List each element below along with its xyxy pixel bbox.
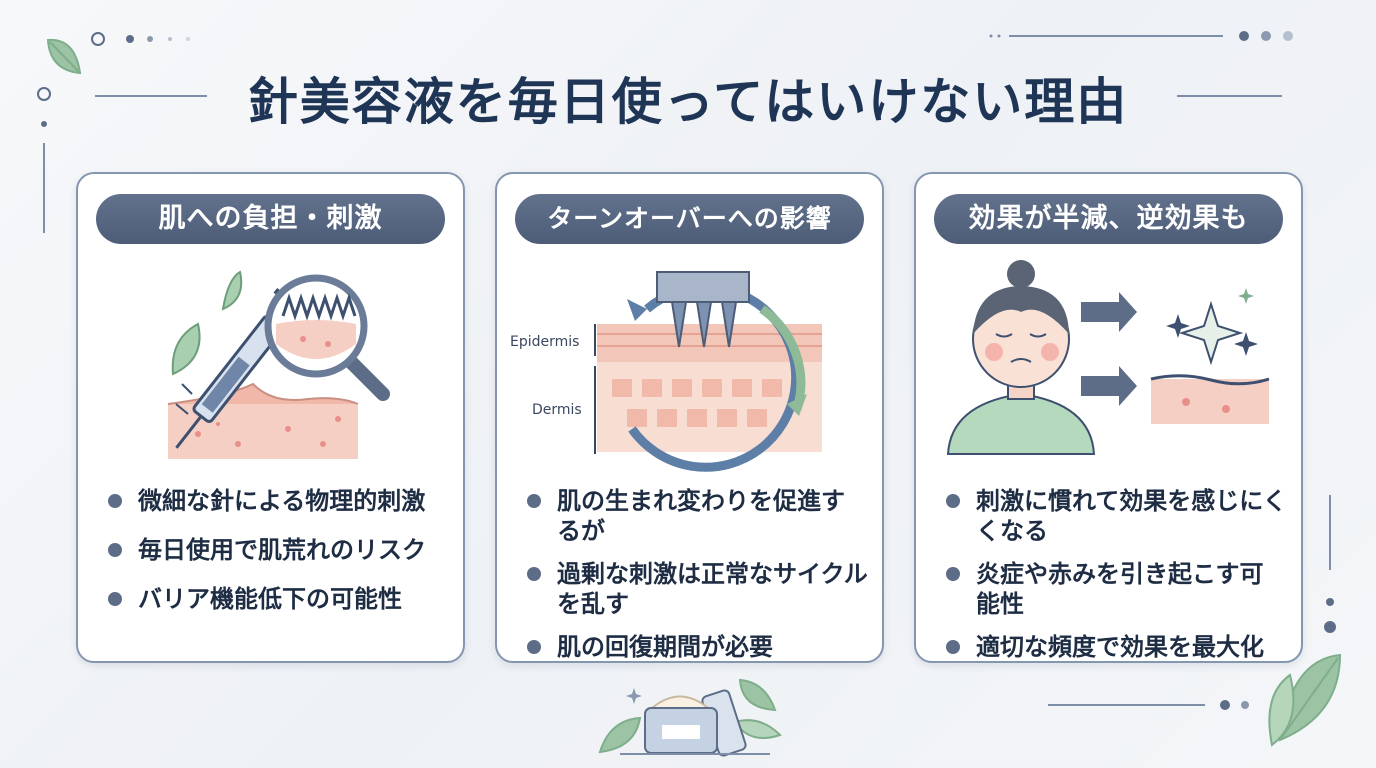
list-item: 肌の生まれ変わりを促進するが	[525, 486, 868, 546]
arrow-right-icon	[1081, 366, 1137, 406]
sparkle-icon	[1178, 300, 1244, 366]
card-reduced-effect: 効果が半減、逆効果も 刺激に慣れて効果を感じにくくなる 炎症や赤みを引き起こす可…	[914, 172, 1303, 663]
corner-decoration-bottom-right	[1048, 495, 1342, 747]
magnifier-icon	[264, 274, 390, 401]
list-item: 適切な頻度で効果を最大化	[944, 632, 1287, 662]
title-line-right	[1177, 95, 1282, 97]
card-turnover-impact: ターンオーバーへの影響 Epidermis Dermis 肌の生まれ変わりを促進…	[495, 172, 884, 663]
arrow-right-icon	[1081, 292, 1137, 332]
bullet-list: 肌の生まれ変わりを促進するが 過剰な刺激は正常なサイクルを乱す 肌の回復期間が必…	[525, 486, 868, 675]
skin-layers-illustration: Epidermis Dermis	[510, 271, 822, 472]
list-item: 肌の回復期間が必要	[525, 632, 868, 662]
card-heading: 肌への負担・刺激	[96, 194, 445, 244]
list-item: 毎日使用で肌荒れのリスク	[106, 535, 449, 565]
list-item: 過剰な刺激は正常なサイクルを乱す	[525, 559, 868, 619]
list-item: 刺激に慣れて効果を感じにくくなる	[944, 486, 1287, 546]
card-heading: 効果が半減、逆効果も	[934, 194, 1283, 244]
card-heading: ターンオーバーへの影響	[515, 194, 864, 244]
list-item: バリア機能低下の可能性	[106, 584, 449, 614]
corner-decoration-top-right	[989, 31, 1293, 41]
epidermis-label: Epidermis	[510, 334, 579, 350]
leaf-icon	[598, 716, 642, 754]
cream-jar-illustration	[598, 678, 782, 757]
page-title: 針美容液を毎日使ってはいけない理由	[247, 73, 1129, 131]
card-skin-burden: 肌への負担・刺激 微細な針による物理的刺激 毎日使用	[76, 172, 465, 663]
list-item: 炎症や赤みを引き起こす可能性	[944, 559, 1287, 619]
microneedle-roller-icon	[656, 271, 750, 303]
irritated-face-illustration	[946, 260, 1270, 455]
microneedle-skin-illustration	[167, 270, 390, 459]
list-item: 微細な針による物理的刺激	[106, 486, 449, 516]
corner-decoration-top-left	[37, 32, 190, 233]
title-line-left	[95, 95, 207, 97]
leaf-icon	[171, 322, 201, 376]
bullet-list: 微細な針による物理的刺激 毎日使用で肌荒れのリスク バリア機能低下の可能性	[106, 486, 449, 633]
dermis-label: Dermis	[532, 402, 582, 418]
bullet-list: 刺激に慣れて効果を感じにくくなる 炎症や赤みを引き起こす可能性 適切な頻度で効果…	[944, 486, 1287, 675]
